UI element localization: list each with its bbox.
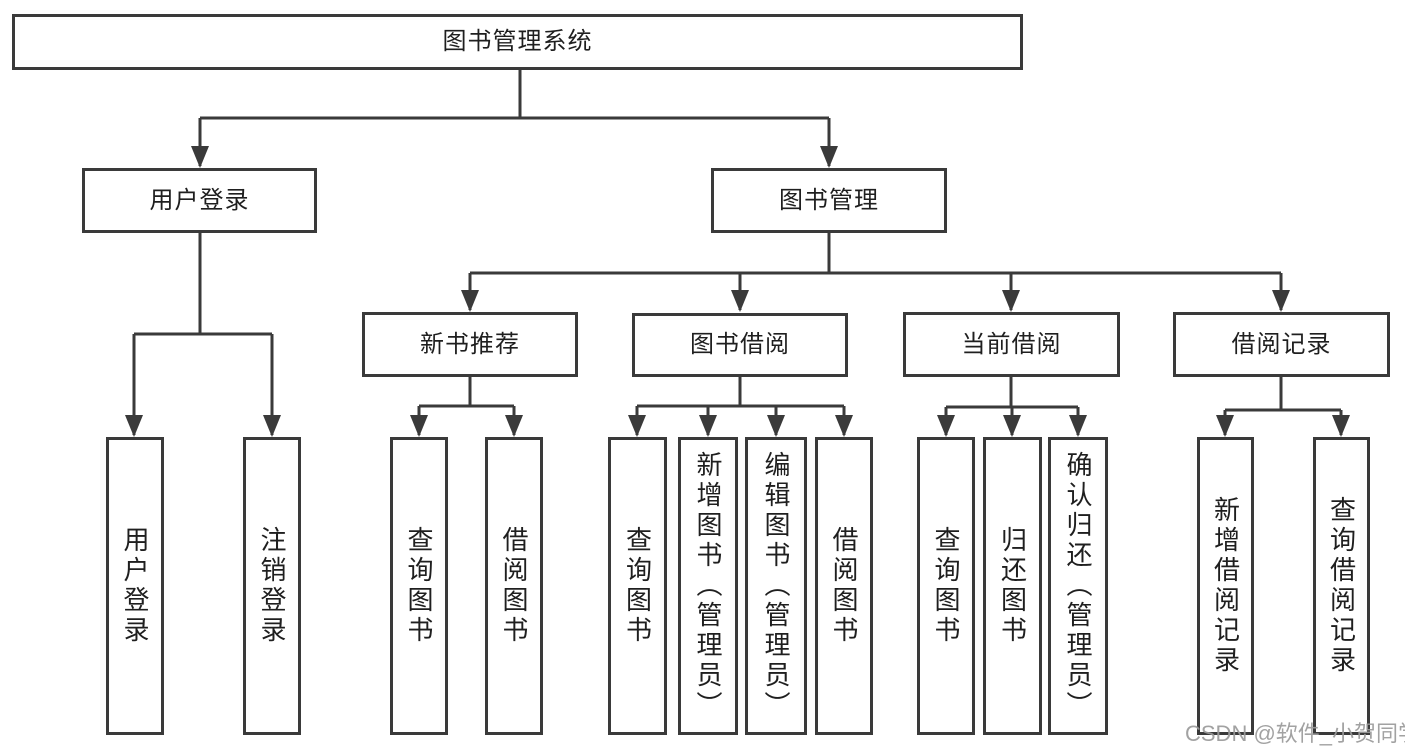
leaf-add-books-admin: 新增图书（管理员） <box>678 437 738 735</box>
leaf-borrowing-query-books: 查询图书 <box>608 437 667 735</box>
connector-borrowing-records-to-leaves <box>1216 377 1350 437</box>
node-root-library-management-system: 图书管理系统 <box>12 14 1023 70</box>
leaf-user-login-label: 用户登录 <box>120 526 150 646</box>
connector-current-borrowing-to-leaves <box>937 377 1087 437</box>
connector-root-to-level1 <box>191 70 838 168</box>
node-user-login-label: 用户登录 <box>149 186 250 214</box>
node-book-borrowing-label: 图书借阅 <box>690 331 790 358</box>
connector-book-borrowing-to-leaves <box>628 377 853 437</box>
leaf-confirm-return-admin: 确认归还（管理员） <box>1048 437 1108 735</box>
leaf-edit-books-admin-label: 编辑图书（管理员） <box>761 451 791 721</box>
leaf-query-borrow-record-label: 查询借阅记录 <box>1326 496 1357 676</box>
node-new-book-recommend-label: 新书推荐 <box>420 330 520 358</box>
connector-book-management-to-level2 <box>461 233 1290 312</box>
connector-new-book-recommend-to-leaves <box>410 377 523 437</box>
node-root-label: 图书管理系统 <box>442 28 593 55</box>
leaf-logout: 注销登录 <box>243 437 301 735</box>
node-user-login: 用户登录 <box>82 168 317 233</box>
node-borrowing-records: 借阅记录 <box>1173 312 1390 377</box>
leaf-borrowing-query-books-label: 查询图书 <box>622 526 653 646</box>
connector-user-login-to-leaves <box>125 233 281 437</box>
leaf-recommend-borrow-books-label: 借阅图书 <box>499 526 529 646</box>
node-book-management: 图书管理 <box>711 168 947 233</box>
node-book-management-label: 图书管理 <box>779 186 879 214</box>
node-current-borrowing-label: 当前借阅 <box>961 330 1062 358</box>
leaf-recommend-query-books-label: 查询图书 <box>404 526 434 646</box>
leaf-recommend-query-books: 查询图书 <box>390 437 448 735</box>
leaf-return-books-label: 归还图书 <box>997 526 1028 646</box>
leaf-borrowing-borrow-books-label: 借阅图书 <box>829 526 859 646</box>
leaf-confirm-return-admin-label: 确认归还（管理员） <box>1063 451 1093 721</box>
node-current-borrowing: 当前借阅 <box>903 312 1120 377</box>
node-borrowing-records-label: 借阅记录 <box>1231 330 1332 358</box>
leaf-user-login: 用户登录 <box>106 437 164 735</box>
leaf-current-query-books: 查询图书 <box>917 437 975 735</box>
node-book-borrowing: 图书借阅 <box>632 313 848 377</box>
leaf-borrowing-borrow-books: 借阅图书 <box>815 437 873 735</box>
leaf-return-books: 归还图书 <box>983 437 1042 735</box>
leaf-current-query-books-label: 查询图书 <box>931 526 961 646</box>
leaf-query-borrow-record: 查询借阅记录 <box>1313 437 1370 735</box>
leaf-add-borrow-record-label: 新增借阅记录 <box>1210 496 1241 676</box>
csdn-watermark: CSDN @软件_小贺同学 <box>1185 721 1405 746</box>
node-new-book-recommend: 新书推荐 <box>362 312 578 377</box>
leaf-logout-label: 注销登录 <box>257 526 287 646</box>
leaf-add-borrow-record: 新增借阅记录 <box>1197 437 1254 735</box>
leaf-add-books-admin-label: 新增图书（管理员） <box>693 451 723 721</box>
leaf-recommend-borrow-books: 借阅图书 <box>485 437 543 735</box>
leaf-edit-books-admin: 编辑图书（管理员） <box>745 437 807 735</box>
